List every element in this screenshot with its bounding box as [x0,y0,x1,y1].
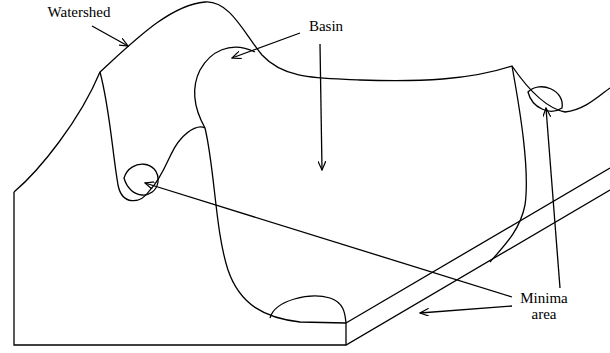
right-slope [490,66,526,262]
leader-arrow [145,183,512,297]
leader-arrow [320,44,322,170]
leader-arrow [420,306,512,313]
leader-arrow [232,33,300,58]
watershed-ridge [14,2,610,192]
left-minima [124,164,158,195]
leader-arrow [546,108,560,288]
inner-ridge [195,47,255,128]
callout-label: Basin [296,18,356,34]
callout-label: Minima area [514,290,574,322]
callout-label: Watershed [34,4,124,20]
basin-minima [270,296,346,323]
right-minima [528,87,562,111]
leader-arrow [92,26,128,46]
saddle [150,127,205,190]
slab-edge [346,168,610,323]
basin-front [205,128,346,323]
slab-corner [345,323,346,345]
